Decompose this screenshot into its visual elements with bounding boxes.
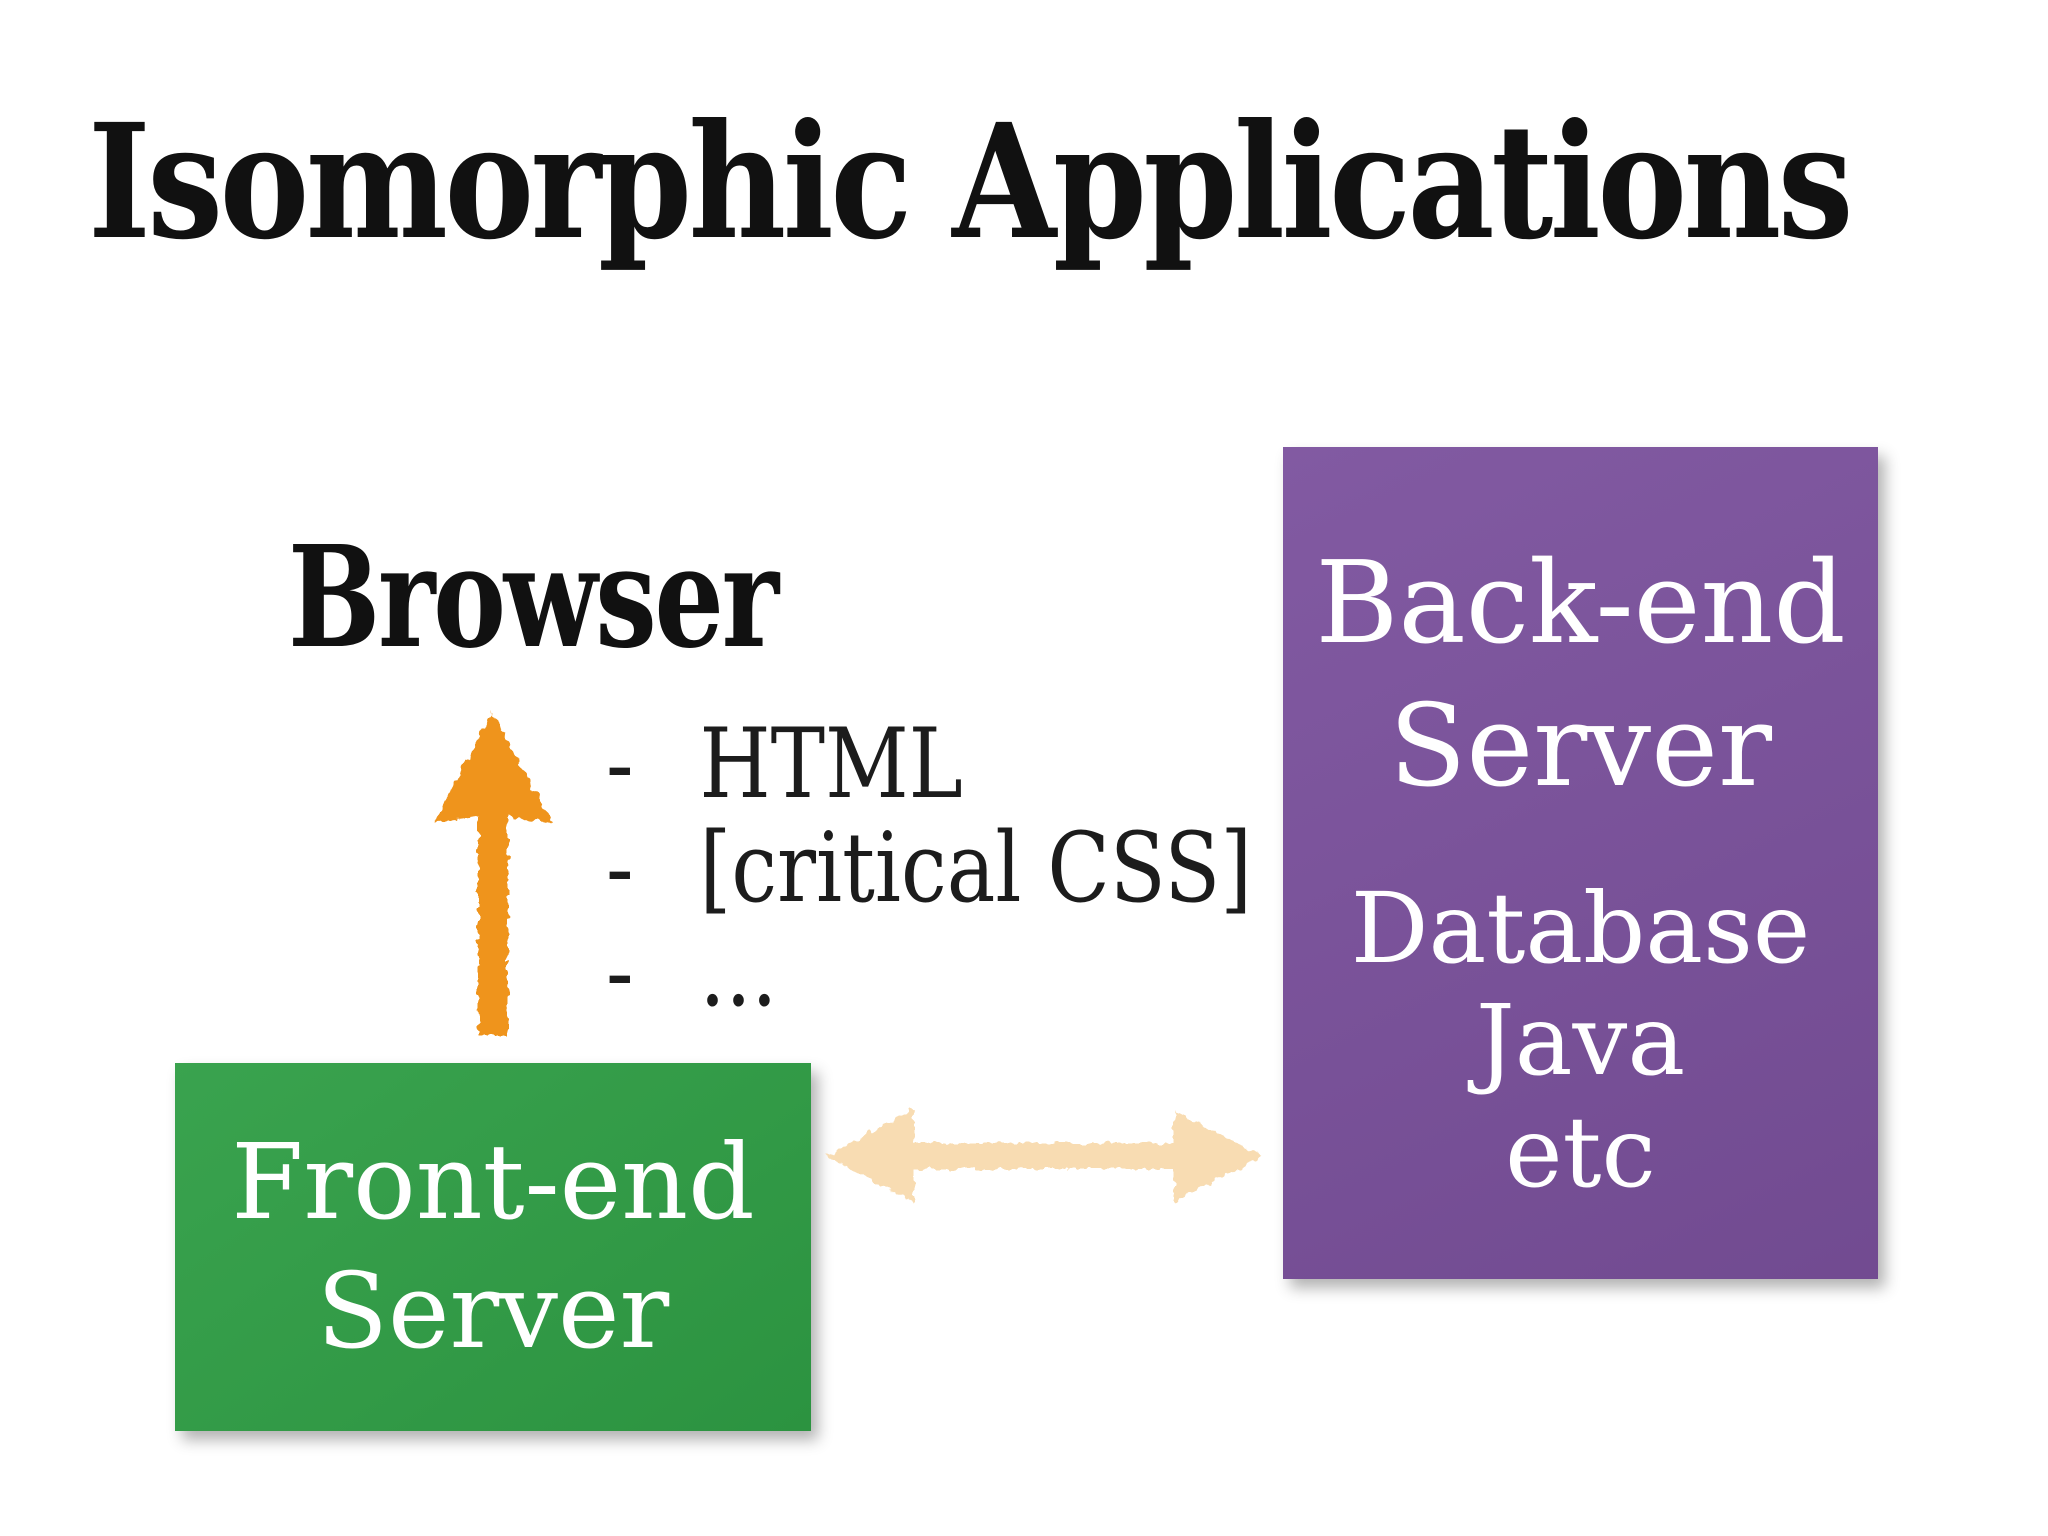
back-end-tech-item: Java [1475, 984, 1686, 1097]
front-end-box-line1: Front-end [231, 1121, 755, 1243]
list-item-label: ... [699, 916, 778, 1028]
list-item: - HTML [606, 712, 1252, 816]
list-item-label: HTML [699, 708, 963, 820]
back-end-tech-item: etc [1505, 1096, 1656, 1209]
list-item: - ... [606, 920, 1252, 1024]
front-end-box-line2: Server [316, 1250, 670, 1372]
back-end-box-line1: Back-end [1315, 537, 1846, 669]
left-right-arrow-icon [826, 1110, 1262, 1202]
payload-list: - HTML - [critical CSS] - ... [606, 712, 1366, 1024]
front-end-server-box: Front-end Server [175, 1063, 811, 1431]
back-end-server-box: Back-end Server Database Java etc [1283, 447, 1878, 1279]
browser-label: Browser [288, 516, 779, 680]
back-end-box-line2: Server [1388, 680, 1773, 812]
list-item: - [critical CSS] [606, 816, 1252, 920]
back-end-tech-item: Database [1350, 872, 1811, 985]
list-bullet: - [606, 916, 634, 1028]
list-bullet: - [606, 812, 634, 924]
list-item-label: [critical CSS] [699, 812, 1253, 924]
page-title: Isomorphic Applications [88, 90, 1853, 275]
up-arrow-icon [434, 713, 552, 1035]
list-bullet: - [606, 708, 634, 820]
